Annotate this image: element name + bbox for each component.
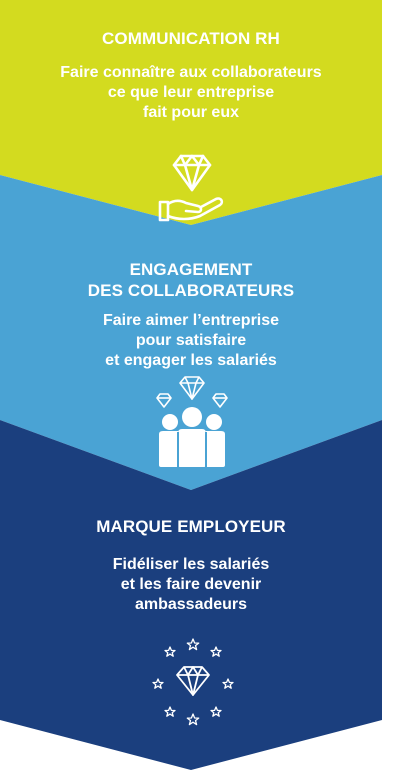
stage-2-panel (0, 175, 382, 490)
diamond-with-stars-icon (152, 638, 234, 726)
stage-3-panel (0, 420, 382, 770)
stage-3: MARQUE EMPLOYEUR Fidéliser les salariés … (0, 516, 382, 615)
stage-2-description: Faire aimer l’entreprise pour satisfaire… (102, 312, 280, 369)
stage-2-title: ENGAGEMENT DES COLLABORATEURS (87, 260, 295, 300)
stage-2: ENGAGEMENT DES COLLABORATEURS Faire aime… (0, 259, 382, 371)
stage-1-panel (0, 0, 382, 225)
stage-1-description: Faire connaître aux collaborateurs ce qu… (60, 64, 322, 121)
stage-3-title: MARQUE EMPLOYEUR (96, 517, 286, 536)
stage-1-title: COMMUNICATION RH (102, 29, 280, 48)
diamond-in-hand-icon (158, 154, 224, 222)
stage-3-description: Fidéliser les salariés et les faire deve… (112, 556, 270, 613)
group-with-diamonds-icon (156, 376, 228, 467)
stars-ring (152, 638, 234, 726)
stage-1: COMMUNICATION RH Faire connaître aux col… (0, 28, 382, 123)
